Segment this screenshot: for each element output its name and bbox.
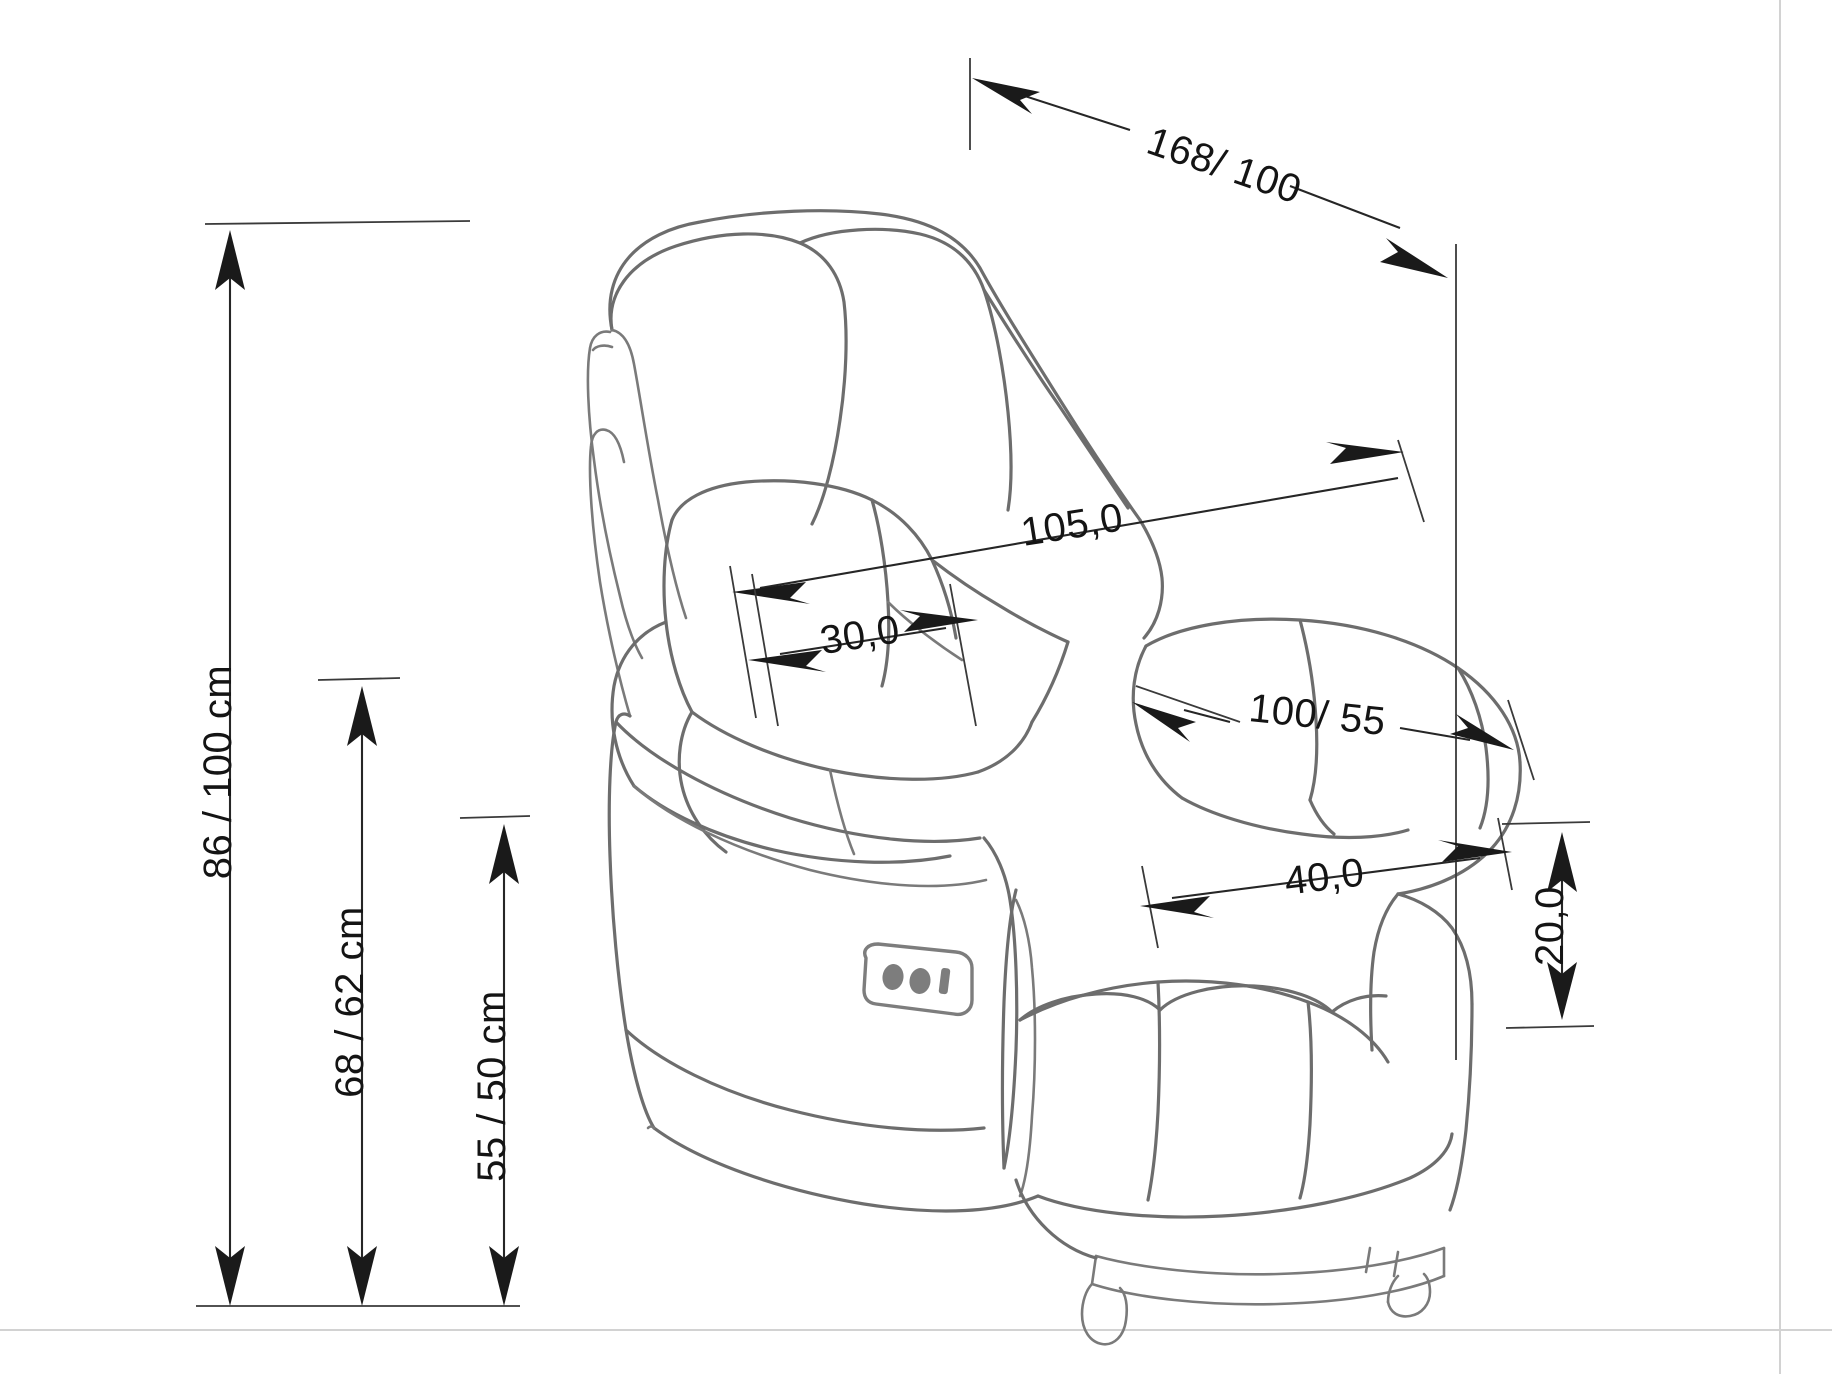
dimension-label-overall-height: 86 / 100 cm <box>196 665 240 880</box>
dimension-overall-height: 86 / 100 cm <box>196 220 520 1307</box>
recliner-armchair-illustration <box>586 209 1522 1346</box>
dimension-label-lumbar-depth: 30,0 <box>817 607 903 663</box>
dimension-label-overall-width: 100/ 55 <box>1247 686 1388 744</box>
dimension-lumbar-depth: 30,0 <box>748 573 978 727</box>
dimension-seat-depth: 105,0 <box>729 439 1425 719</box>
dimension-label-seat-depth: 105,0 <box>1018 495 1126 555</box>
dimension-overall-depth: 168/ 100 <box>969 58 1457 1060</box>
dimension-backrest-height: 68 / 62 cm <box>317 677 401 1306</box>
recliner-control-button[interactable] <box>862 942 974 1017</box>
dimension-label-armrest-height: 20,0 <box>1528 886 1572 966</box>
dimension-seat-width: 40,0 <box>1140 817 1513 949</box>
dimension-armrest-height: 20,0 <box>1501 821 1595 1029</box>
dimension-label-overall-depth: 168/ 100 <box>1142 119 1307 213</box>
dimension-label-backrest-height: 68 / 62 cm <box>328 906 372 1098</box>
dimension-seat-height: 55 / 50 cm <box>459 815 531 1306</box>
dimension-label-seat-height: 55 / 50 cm <box>470 990 514 1182</box>
dimension-label-seat-width: 40,0 <box>1282 850 1367 903</box>
